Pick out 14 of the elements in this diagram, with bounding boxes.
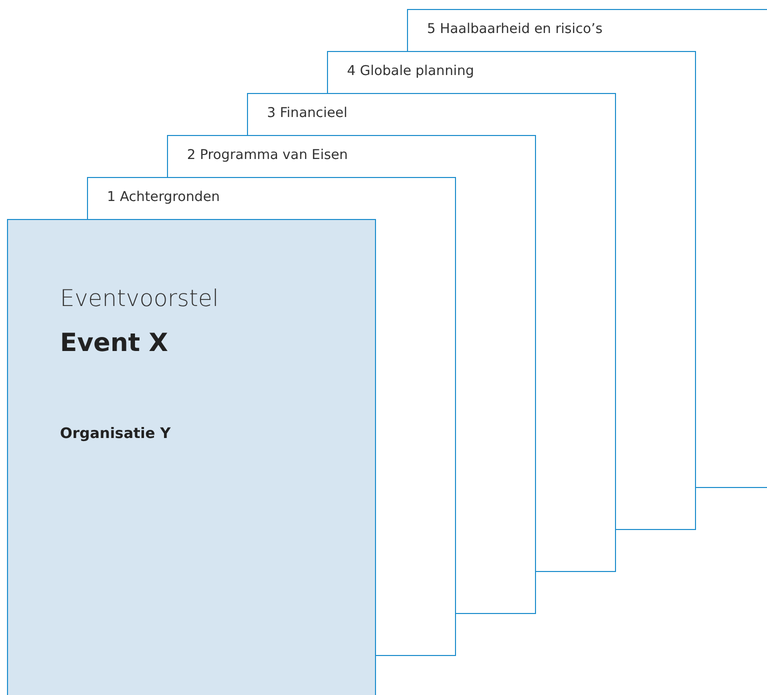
document-page [87, 177, 456, 219]
document-page [407, 9, 767, 51]
section-title: 1 Achtergronden [107, 189, 220, 205]
section-title: 4 Globale planning [347, 63, 474, 79]
document-page [247, 93, 616, 135]
section-title: 2 Programma van Eisen [187, 147, 348, 163]
section-title: 3 Financieel [267, 105, 348, 121]
document-page [167, 135, 536, 177]
section-title: 5 Haalbaarheid en risico’s [427, 21, 602, 37]
event-title: Event X [60, 328, 168, 357]
organisation-name: Organisatie Y [60, 426, 171, 442]
document-type: Eventvoorstel [60, 286, 219, 312]
cover-page [7, 219, 376, 695]
document-page [327, 51, 696, 93]
